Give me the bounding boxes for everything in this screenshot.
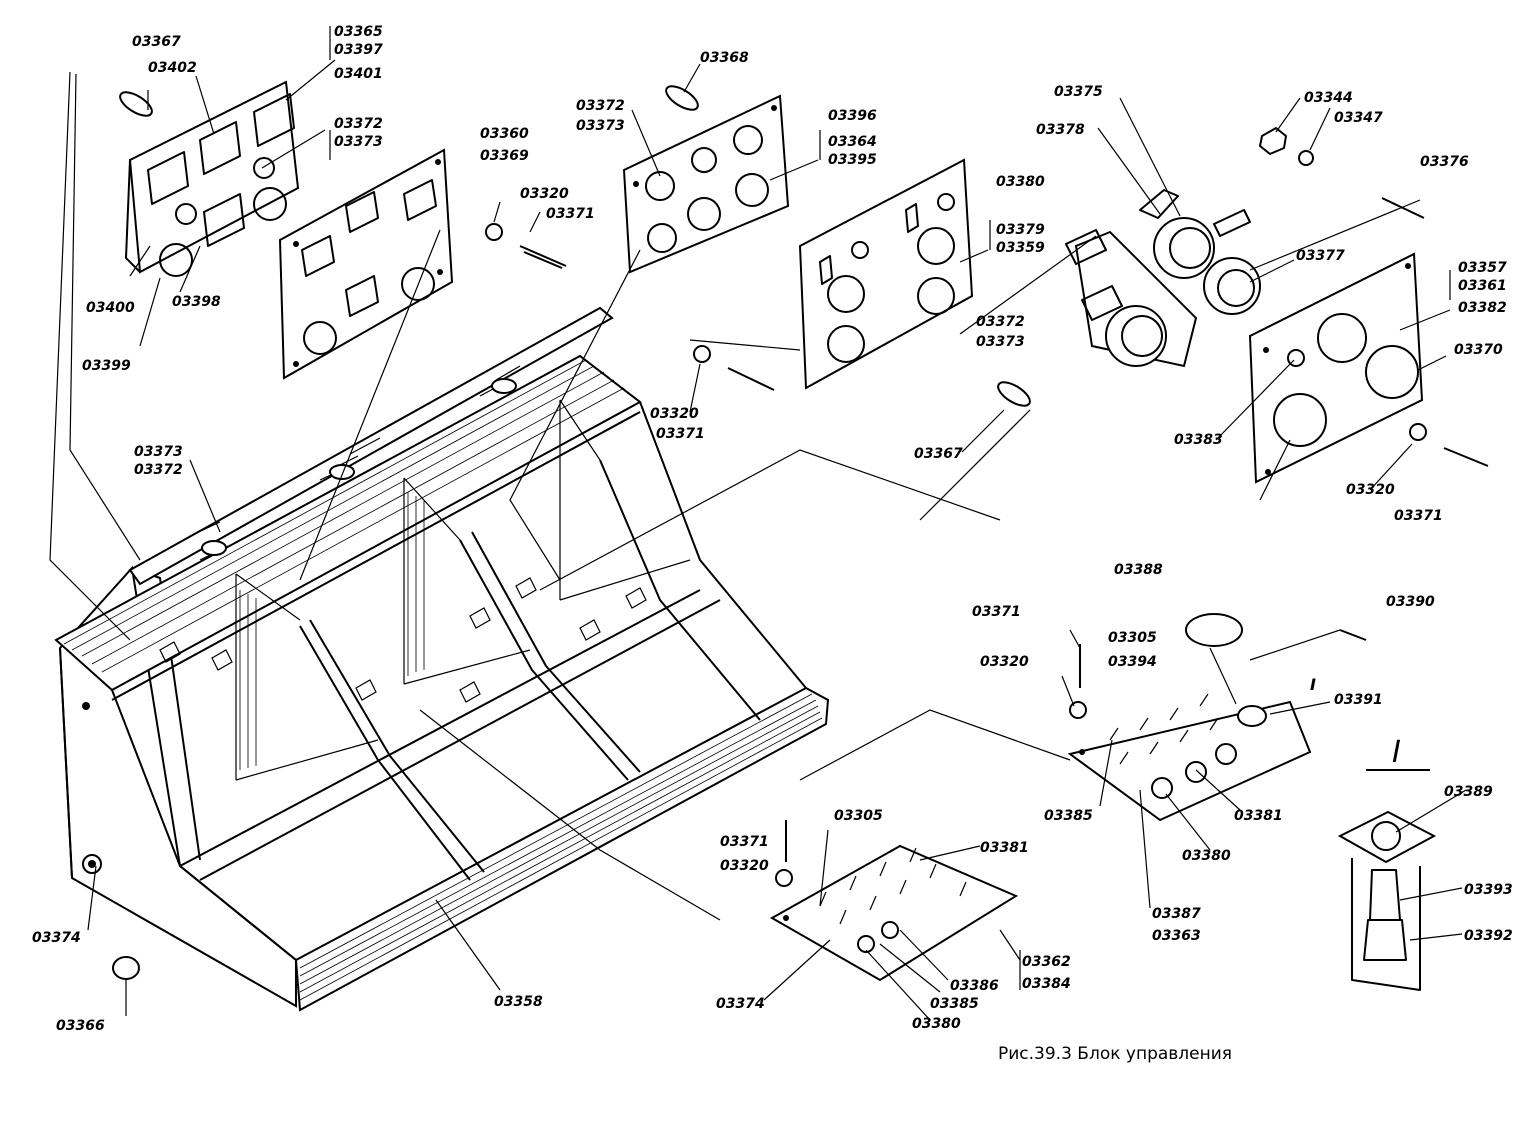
part-label: 03373	[134, 444, 183, 460]
part-label: 03378	[1036, 122, 1085, 138]
part-label: 03389	[1444, 784, 1493, 800]
part-label: 03320	[720, 858, 769, 874]
part-label: 03373	[976, 334, 1025, 350]
detail-view-title: I	[1392, 735, 1401, 770]
part-label: 03377	[1296, 248, 1345, 264]
part-label: 03359	[996, 240, 1045, 256]
part-label: 03394	[1108, 654, 1157, 670]
part-label: 03361	[1458, 278, 1507, 294]
figure-caption: Рис.39.3 Блок управления	[998, 1044, 1233, 1064]
part-label: 03344	[1304, 90, 1353, 106]
part-label: 03372	[334, 116, 383, 132]
part-label: 03369	[480, 148, 529, 164]
part-label: 03385	[930, 996, 979, 1012]
part-label: 03383	[1174, 432, 1223, 448]
part-label: 03371	[656, 426, 705, 442]
part-label: 03372	[134, 462, 183, 478]
part-label: 03367	[132, 34, 181, 50]
part-label: 03397	[334, 42, 383, 58]
part-label: 03320	[520, 186, 569, 202]
part-label: 03379	[996, 222, 1045, 238]
panel-03357	[1248, 252, 1424, 484]
part-label: 03399	[82, 358, 131, 374]
part-label: 03366	[56, 1018, 105, 1034]
part-label: 03320	[650, 406, 699, 422]
part-label: 03373	[334, 134, 383, 150]
part-label: 03401	[334, 66, 383, 82]
control-box-housing	[54, 306, 830, 1012]
part-label: 03358	[494, 994, 543, 1010]
part-label: 03372	[576, 98, 625, 114]
part-label: 03382	[1458, 300, 1507, 316]
part-label: 03365	[334, 24, 383, 40]
detail-view-I	[1337, 769, 1437, 991]
part-label: 03381	[980, 840, 1029, 856]
leader-lines	[49, 26, 1467, 1021]
part-label: 03402	[148, 60, 197, 76]
part-label: 03305	[834, 808, 883, 824]
part-label: 03374	[716, 996, 765, 1012]
part-label: 03388	[1114, 562, 1163, 578]
panel-03364	[622, 94, 790, 274]
fasteners	[119, 85, 1489, 887]
panel-03379	[798, 158, 974, 390]
part-label: 03347	[1334, 110, 1383, 126]
view-marker-label: I	[1310, 675, 1316, 694]
part-label: 03384	[1022, 976, 1071, 992]
part-label: 03364	[828, 134, 877, 150]
switch-plate-03362	[769, 844, 1019, 982]
part-label: 03385	[1044, 808, 1093, 824]
part-label: 03371	[720, 834, 769, 850]
part-label: 03395	[828, 152, 877, 168]
part-label: 03392	[1464, 928, 1513, 944]
part-label: 03398	[172, 294, 221, 310]
switch-plate-03363	[1067, 693, 1312, 822]
part-label: 03396	[828, 108, 877, 124]
part-label: 03376	[1420, 154, 1469, 170]
part-label: 03368	[700, 50, 749, 66]
part-label: 03371	[972, 604, 1021, 620]
part-label: 03371	[1394, 508, 1443, 524]
part-label: 03360	[480, 126, 529, 142]
part-label: 03362	[1022, 954, 1071, 970]
part-label: 03371	[546, 206, 595, 222]
part-labels: 03367 03402 03365 03397 03401 03372 0337…	[32, 24, 1513, 1034]
part-label: 03320	[1346, 482, 1395, 498]
part-label: 03380	[1182, 848, 1231, 864]
panel-03360	[278, 148, 454, 380]
part-label: 03373	[576, 118, 625, 134]
part-label: 03390	[1386, 594, 1435, 610]
part-label: 03381	[1234, 808, 1283, 824]
part-label: 03372	[976, 314, 1025, 330]
part-label: 03363	[1152, 928, 1201, 944]
part-label: 03320	[980, 654, 1029, 670]
part-label: 03386	[950, 978, 999, 994]
part-label: 03380	[912, 1016, 961, 1032]
gauge-cluster	[1065, 189, 1261, 368]
part-label: 03370	[1454, 342, 1503, 358]
part-label: 03393	[1464, 882, 1513, 898]
part-label: 03391	[1334, 692, 1383, 708]
part-label: 03367	[914, 446, 963, 462]
part-label: 03375	[1054, 84, 1103, 100]
part-label: 03400	[86, 300, 135, 316]
meter-panel-03365	[125, 80, 300, 277]
part-label: 03387	[1152, 906, 1201, 922]
part-label: 03357	[1458, 260, 1507, 276]
part-label: 03380	[996, 174, 1045, 190]
part-label: 03374	[32, 930, 81, 946]
part-label: 03305	[1108, 630, 1157, 646]
